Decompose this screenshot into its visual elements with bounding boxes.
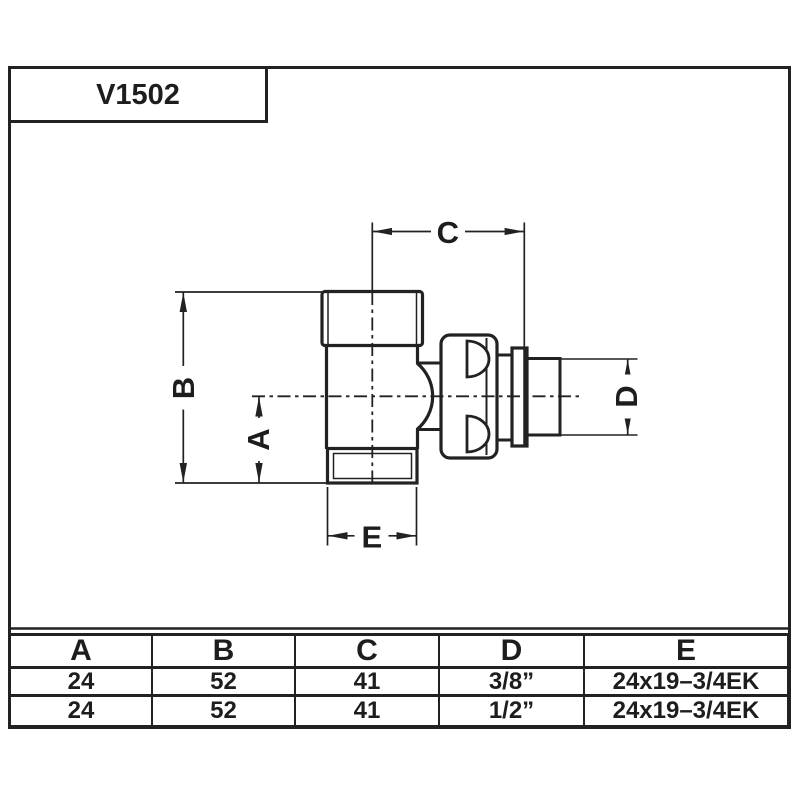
dim-b-extension-lines	[175, 291, 327, 484]
table-header-b: B	[153, 636, 296, 669]
table-header-c: C	[296, 636, 440, 669]
dim-d-arrow-up	[624, 359, 632, 379]
dim-b-arrow-up	[179, 292, 187, 312]
table-cell-c2: 41	[296, 697, 440, 725]
dim-c-extension-lines	[371, 222, 526, 347]
dimension-c: C	[371, 213, 526, 347]
table-cell-d2: 1/2”	[440, 697, 585, 725]
table-cell-a2: 24	[11, 697, 153, 725]
table-cell-c1: 41	[296, 669, 440, 697]
neck-lines	[497, 353, 512, 442]
table-cell-e1: 24x19–3/4EK	[585, 669, 787, 697]
dim-e-label-bg	[354, 517, 389, 554]
union-nut-knurl-bottom	[465, 414, 491, 454]
dim-c-arrow-right	[504, 227, 524, 236]
table-header-a: A	[11, 636, 153, 669]
dim-e-label: E	[361, 519, 382, 554]
part-number: V1502	[96, 79, 180, 111]
dim-e-arrow-right	[396, 532, 416, 540]
dim-e-arrow-left	[328, 532, 348, 540]
union-nut-knurl-top	[465, 339, 491, 379]
sheet-frame	[8, 66, 791, 729]
dim-d-label-bg	[609, 374, 646, 419]
centerlines	[252, 292, 579, 483]
dim-d-arrow-down	[624, 415, 632, 435]
table-cell-b1: 52	[153, 669, 296, 697]
table-header-d: D	[440, 636, 585, 669]
outlet-top-line	[416, 361, 441, 431]
dim-a-arrow-down	[255, 463, 263, 483]
dimension-b: B	[165, 291, 327, 484]
dim-a-label: A	[241, 428, 276, 450]
table-header-e: E	[585, 636, 787, 669]
valve-cap-inner-edges	[327, 293, 418, 344]
dim-a-label-bg	[241, 418, 277, 461]
dim-b-label-bg	[165, 366, 202, 410]
dim-b-arrow-down	[179, 463, 187, 483]
title-box	[8, 66, 268, 123]
dim-c-label: C	[437, 215, 459, 250]
table-cell-d1: 3/8”	[440, 669, 585, 697]
dimension-e: E	[326, 487, 418, 554]
dim-a-arrow-up	[255, 396, 263, 417]
dimension-table: A B C D E 24 52 41 3/8” 24x19–3/4EK 24 5…	[8, 633, 790, 728]
dim-b-label: B	[166, 377, 201, 399]
dim-d-label: D	[609, 385, 644, 407]
dimension-d: D	[559, 358, 646, 436]
dim-c-arrow-left	[372, 227, 392, 236]
dim-c-label-bg	[431, 213, 465, 250]
table-cell-b2: 52	[153, 697, 296, 725]
dim-d-extension-lines	[559, 358, 638, 436]
table-cell-a1: 24	[11, 669, 153, 697]
table-cell-e2: 24x19–3/4EK	[612, 697, 760, 724]
dimension-a: A	[241, 396, 277, 483]
